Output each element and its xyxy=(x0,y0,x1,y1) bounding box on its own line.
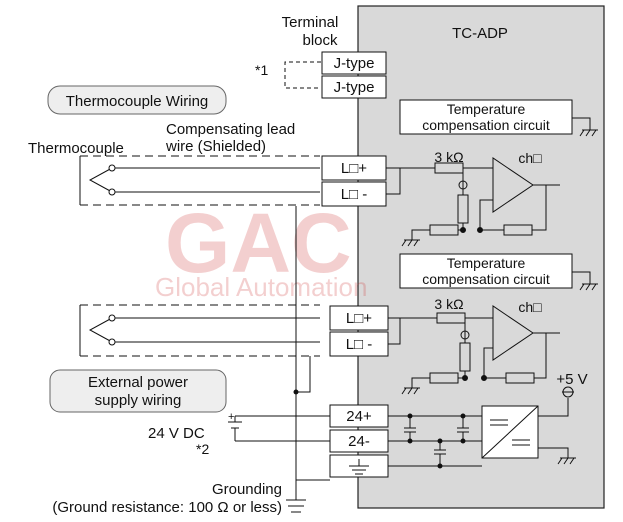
amp-circuit-2 xyxy=(388,305,560,395)
ground-symbol-1 xyxy=(572,117,598,137)
thermocouple-wiring-label: Thermocouple Wiring xyxy=(66,93,209,110)
terminal-24minus-label: 24- xyxy=(348,433,370,450)
watermark-logo: GAC Global Automation xyxy=(155,196,367,302)
resistor-label-1: 3 kΩ xyxy=(434,149,463,165)
terminal-lminus-1-label: L□ - xyxy=(341,186,368,203)
terminal-ground-icon xyxy=(349,459,369,475)
thermocouple-wiring-badge xyxy=(47,85,227,115)
resistor-label-2: 3 kΩ xyxy=(434,296,463,312)
terminal-block-label-2: block xyxy=(302,32,338,49)
external-power-label-1: External power xyxy=(88,374,188,391)
thermocouple-1 xyxy=(79,155,320,206)
jtype-terminal-1 xyxy=(321,51,387,75)
supply-24vdc-label: 24 V DC xyxy=(148,425,205,442)
terminal-lminus-2-label: L□ - xyxy=(346,336,373,353)
jtype-label-2: J-type xyxy=(334,79,375,96)
external-power-badge xyxy=(49,369,227,413)
watermark-brand: GAC xyxy=(165,196,352,290)
terminal-lplus-2 xyxy=(329,305,389,331)
temp-comp-1-label-1: Temperature xyxy=(447,101,526,117)
jtype-label-1: J-type xyxy=(334,55,375,72)
ground-symbol-2 xyxy=(572,271,598,291)
external-power-label-2: supply wiring xyxy=(95,392,182,409)
comp-lead-label-1: Compensating lead xyxy=(166,121,295,138)
temp-comp-2-label-1: Temperature xyxy=(447,255,526,271)
terminal-lminus-2 xyxy=(329,331,389,357)
thermocouple-2 xyxy=(79,304,320,357)
terminal-24plus-label: 24+ xyxy=(346,408,372,425)
note-2: *2 xyxy=(196,441,209,457)
power-converter xyxy=(388,386,576,469)
terminal-lplus-1-label: L□+ xyxy=(341,160,367,177)
jtype-jumper xyxy=(284,61,321,89)
grounding-label-2: (Ground resistance: 100 Ω or less) xyxy=(52,499,282,516)
temp-comp-circuit-2 xyxy=(399,253,573,289)
note-1: *1 xyxy=(255,62,268,78)
terminal-block-label-1: Terminal xyxy=(282,14,339,31)
ch-label-1: ch□ xyxy=(518,150,542,166)
dc-plus-sign: + xyxy=(228,411,234,423)
tc-adp-title: TC-ADP xyxy=(452,25,508,42)
watermark-subtitle: Global Automation xyxy=(155,272,367,302)
temp-comp-1-label-2: compensation circuit xyxy=(422,117,550,133)
plus-5v-label: +5 V xyxy=(556,371,587,388)
earth-ground-symbol xyxy=(286,499,306,513)
ch-label-2: ch□ xyxy=(518,299,542,315)
temp-comp-2-label-2: compensation circuit xyxy=(422,271,550,287)
jtype-terminal-2 xyxy=(321,75,387,99)
comp-lead-label-2: wire (Shielded) xyxy=(165,138,266,155)
grounding-label-1: Grounding xyxy=(212,481,282,498)
terminal-lplus-2-label: L□+ xyxy=(346,310,372,327)
amp-circuit-1 xyxy=(386,157,560,247)
thermocouple-label: Thermocouple xyxy=(28,140,124,157)
temp-comp-circuit-1 xyxy=(399,99,573,135)
shield-wire xyxy=(295,206,330,500)
dc-supply-24v xyxy=(228,415,330,442)
